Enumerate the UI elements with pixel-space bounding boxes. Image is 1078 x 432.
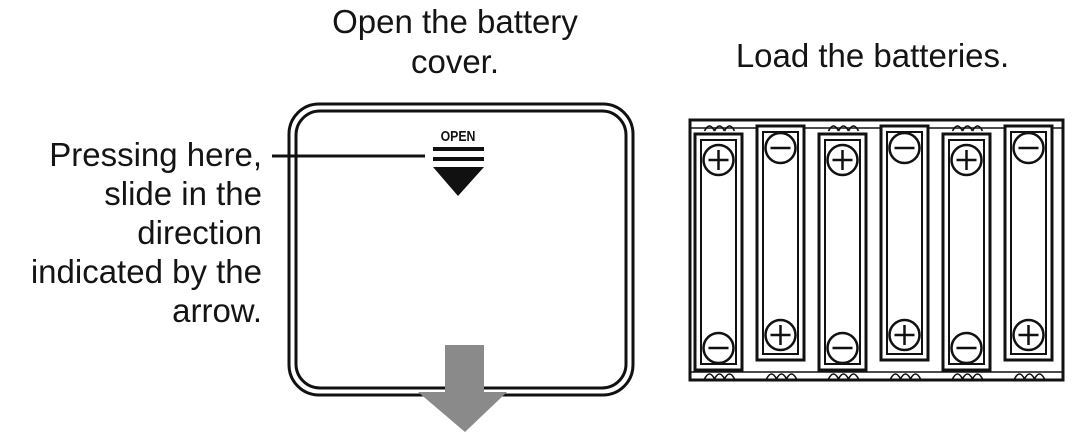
plus-terminal-icon (826, 143, 859, 177)
battery-cell (755, 124, 806, 362)
minus-terminal-icon (888, 131, 921, 165)
battery-cell (693, 132, 744, 372)
battery-cell (817, 132, 868, 372)
triangle-down-icon (433, 167, 484, 196)
spring-contact (703, 125, 736, 132)
load-batteries-caption: Load the batteries. (735, 37, 1010, 74)
spring-contact (951, 373, 984, 380)
spring-contact (765, 373, 798, 380)
battery-cell (941, 132, 992, 372)
battery-cell (879, 124, 930, 362)
battery-compartment (688, 118, 1065, 382)
minus-terminal-icon (826, 331, 859, 365)
spring-contact (889, 373, 922, 380)
open-label: OPEN (441, 128, 476, 144)
battery-cell (1003, 124, 1054, 362)
spring-contact (703, 373, 736, 380)
open-cover-caption-line-1: Open the battery (332, 3, 578, 40)
plus-terminal-icon (702, 143, 735, 177)
plus-terminal-icon (888, 318, 921, 352)
minus-terminal-icon (764, 131, 797, 165)
spring-contact (1013, 373, 1046, 380)
pressing-line-5: arrow. (172, 292, 262, 329)
open-bar-bottom (433, 157, 484, 161)
minus-terminal-icon (702, 331, 735, 365)
pressing-line-1: Pressing here, (49, 136, 262, 173)
plus-terminal-icon (1012, 318, 1045, 352)
battery-cells (693, 124, 1054, 372)
open-bar-top (433, 147, 484, 151)
open-marker: OPEN (433, 128, 484, 196)
pressing-line-2: slide in the (104, 175, 262, 212)
minus-terminal-icon (950, 331, 983, 365)
pressing-instruction: Pressing here, slide in the direction in… (0, 135, 262, 330)
spring-contact (827, 125, 860, 132)
plus-terminal-icon (764, 318, 797, 352)
minus-terminal-icon (1012, 131, 1045, 165)
pressing-line-4: indicated by the (30, 253, 262, 290)
down-arrow-icon (418, 345, 507, 432)
spring-contact (951, 125, 984, 132)
plus-terminal-icon (950, 143, 983, 177)
open-cover-caption-line-2: cover. (410, 43, 500, 80)
pressing-line-3: direction (137, 214, 262, 251)
open-cover-caption: Open the battery cover. (300, 2, 610, 82)
spring-contact (827, 373, 860, 380)
